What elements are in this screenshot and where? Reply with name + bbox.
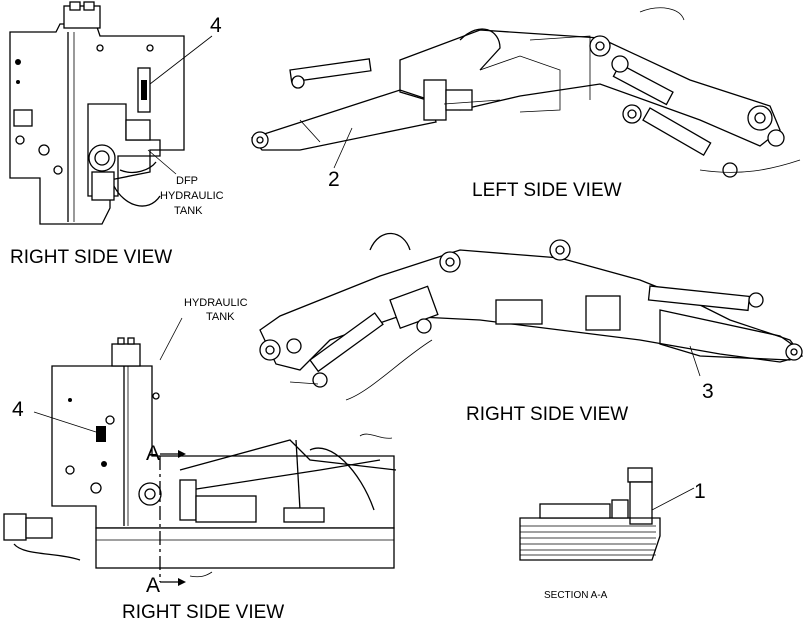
view-title-top-left: RIGHT SIDE VIEW [10, 247, 172, 268]
right-side-view-arm-drawing [259, 232, 804, 401]
callout-4-bottom: 4 [12, 398, 24, 421]
hydraulic-tank-label-line2: TANK [206, 311, 235, 323]
view-title-bottom-left: RIGHT SIDE VIEW [122, 602, 284, 623]
section-title: SECTION A-A [544, 590, 608, 601]
callout-4-top: 4 [210, 14, 222, 37]
dfp-label-line2: HYDRAULIC [160, 190, 224, 202]
section-marker-bottom: A [146, 574, 160, 597]
view-title-mid-right: RIGHT SIDE VIEW [466, 404, 628, 425]
top-left-right-side-view [9, 1, 213, 225]
callout-1: 1 [694, 480, 706, 503]
left-side-view-drawing [250, 7, 801, 178]
callout-3: 3 [702, 380, 714, 403]
section-marker-top: A [146, 442, 160, 465]
bottom-left-right-side-view [3, 317, 397, 586]
dfp-label-line3: TANK [174, 205, 203, 217]
callout-2: 2 [328, 168, 340, 191]
view-title-left-side: LEFT SIDE VIEW [472, 180, 622, 201]
dfp-label-line1: DFP [176, 175, 198, 187]
hydraulic-tank-label-line1: HYDRAULIC [184, 297, 248, 309]
section-a-a-drawing [519, 467, 695, 561]
